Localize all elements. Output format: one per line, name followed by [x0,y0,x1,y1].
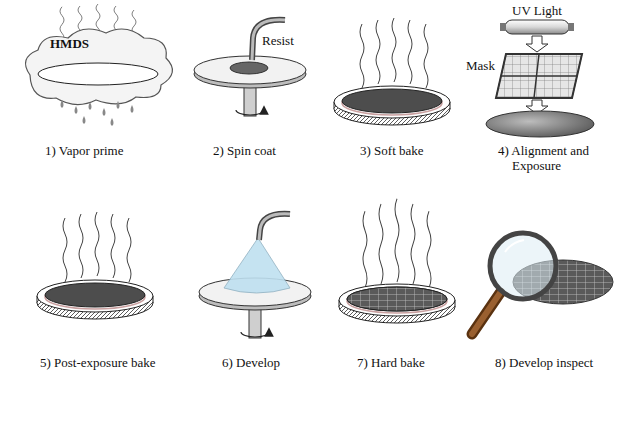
vapor-prime-illustration-part [26,29,173,105]
exposure-illustration-part [486,111,594,137]
hard-bake-illustration-part-part [395,199,399,282]
vapor-prime-illustration-part-part [75,106,78,114]
step-caption: 3) Soft bake [360,143,424,158]
exposure-illustration-part [500,23,506,31]
post-exposure-bake-illustration-part-part [127,218,131,282]
hard-bake-illustration-part [363,199,431,288]
step-caption: 2) Spin coat [213,143,276,158]
vapor-prime-illustration-part-part [89,102,92,110]
soft-bake-illustration-part-part [376,20,380,84]
soft-bake-illustration-part-part [408,20,412,84]
soft-bake-illustration-part [334,86,450,125]
post-exposure-bake-illustration [37,212,153,319]
step-caption: 8) Develop inspect [495,355,593,370]
inspect-illustration [472,233,613,334]
hard-bake-illustration-part-part [427,211,431,288]
hard-bake-illustration-part-part [411,204,415,284]
vapor-prime-illustration-part [61,100,134,126]
vapor-prime-illustration-part-part [61,100,64,108]
vapor-prime-illustration-part [38,63,158,85]
exposure-illustration-part [496,54,582,98]
chemical-label: HMDS [50,36,89,51]
develop-illustration-part [224,238,290,293]
spin-coat-illustration [194,20,306,116]
vapor-prime-illustration-part-part [117,101,120,109]
inspect-illustration-part [505,240,524,252]
soft-bake-illustration-part-part [360,24,364,88]
exposure-illustration-part [505,20,569,34]
exposure-illustration-part [526,36,548,52]
hard-bake-illustration-part-part [363,211,367,288]
hard-bake-illustration-part [339,284,455,323]
mask-label: Mask [466,58,495,73]
step-caption: 5) Post-exposure bake [40,355,170,370]
post-exposure-bake-illustration-part-part [95,212,99,276]
soft-bake-illustration-part-part [392,18,396,82]
develop-illustration-part [259,214,290,240]
post-exposure-bake-illustration-part-part [79,214,83,278]
inspect-illustration-part [472,293,500,334]
spin-coat-illustration-part [230,62,268,74]
post-exposure-bake-illustration-part-part [63,218,67,282]
step-caption: 1) Vapor prime [45,143,123,158]
post-exposure-bake-illustration-part [37,280,153,319]
develop-illustration-part [259,214,290,240]
soft-bake-illustration-part-part [424,24,428,88]
post-exposure-bake-illustration-part-part [111,214,115,278]
step-caption: 7) Hard bake [357,355,425,370]
inspect-illustration-part [490,233,556,299]
exposure-illustration-part [568,23,574,31]
material-label: Resist [262,33,294,48]
vapor-prime-illustration [26,4,173,126]
exposure-illustration-part [501,54,577,98]
vapor-prime-illustration-part-part [83,116,86,124]
vapor-prime-illustration-part-part [131,105,134,113]
hard-bake-illustration-part-part [379,204,383,284]
soft-bake-illustration-part [360,18,428,88]
post-exposure-bake-illustration-part [63,212,131,282]
step-caption: 6) Develop [222,355,280,370]
exposure-illustration [486,20,594,137]
hard-bake-illustration [339,199,455,323]
hard-bake-illustration-part [347,287,447,311]
source-label: UV Light [512,3,562,18]
exposure-illustration-part [496,54,582,98]
soft-bake-illustration [334,18,450,125]
inspect-illustration-part [472,293,500,334]
step-caption: 4) Alignment and Exposure [498,143,604,173]
vapor-prime-illustration-part-part [103,108,106,116]
spin-coat-illustration-part [194,56,306,116]
vapor-prime-illustration-part-part [111,118,114,126]
develop-illustration [199,214,311,338]
